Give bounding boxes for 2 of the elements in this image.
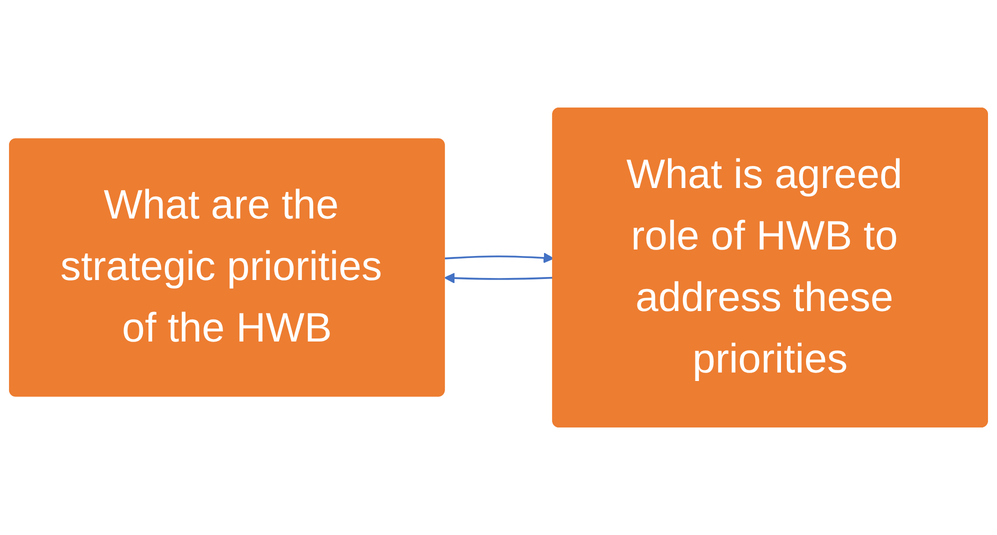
arrow [444, 252, 554, 264]
arrow [444, 272, 554, 284]
